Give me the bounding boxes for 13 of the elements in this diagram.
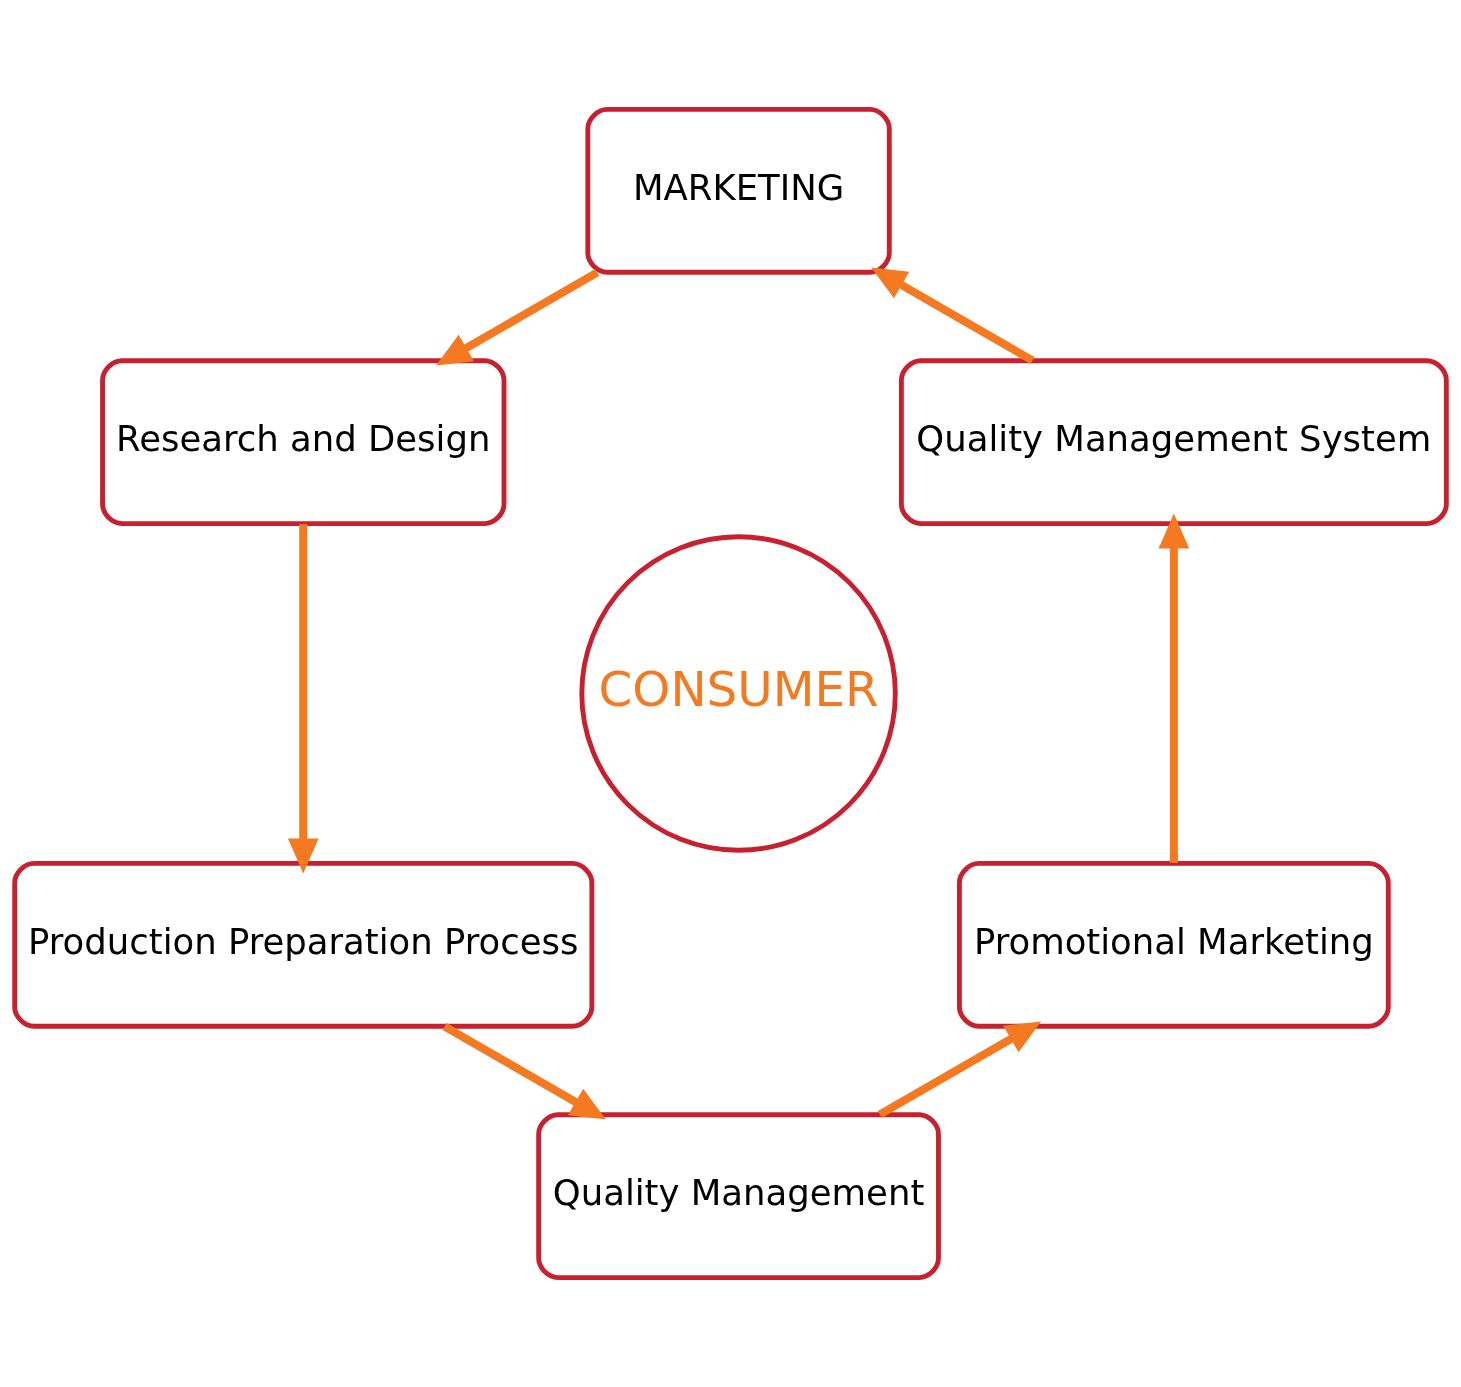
arrow <box>435 268 600 366</box>
node-box: Production Preparation Process <box>12 861 595 1029</box>
node-box: Research and Design <box>100 358 507 527</box>
arrow <box>1158 513 1190 863</box>
node-box: MARKETING <box>585 107 892 275</box>
arrow <box>871 267 1035 365</box>
node-box: Promotional Marketing <box>957 861 1391 1029</box>
arrow <box>877 1021 1042 1119</box>
node-circle: CONSUMER <box>579 534 898 853</box>
arrow <box>442 1022 606 1120</box>
node-box: Quality Management <box>536 1112 941 1280</box>
arrow <box>287 524 319 874</box>
node-box: Quality Management System <box>898 358 1449 527</box>
